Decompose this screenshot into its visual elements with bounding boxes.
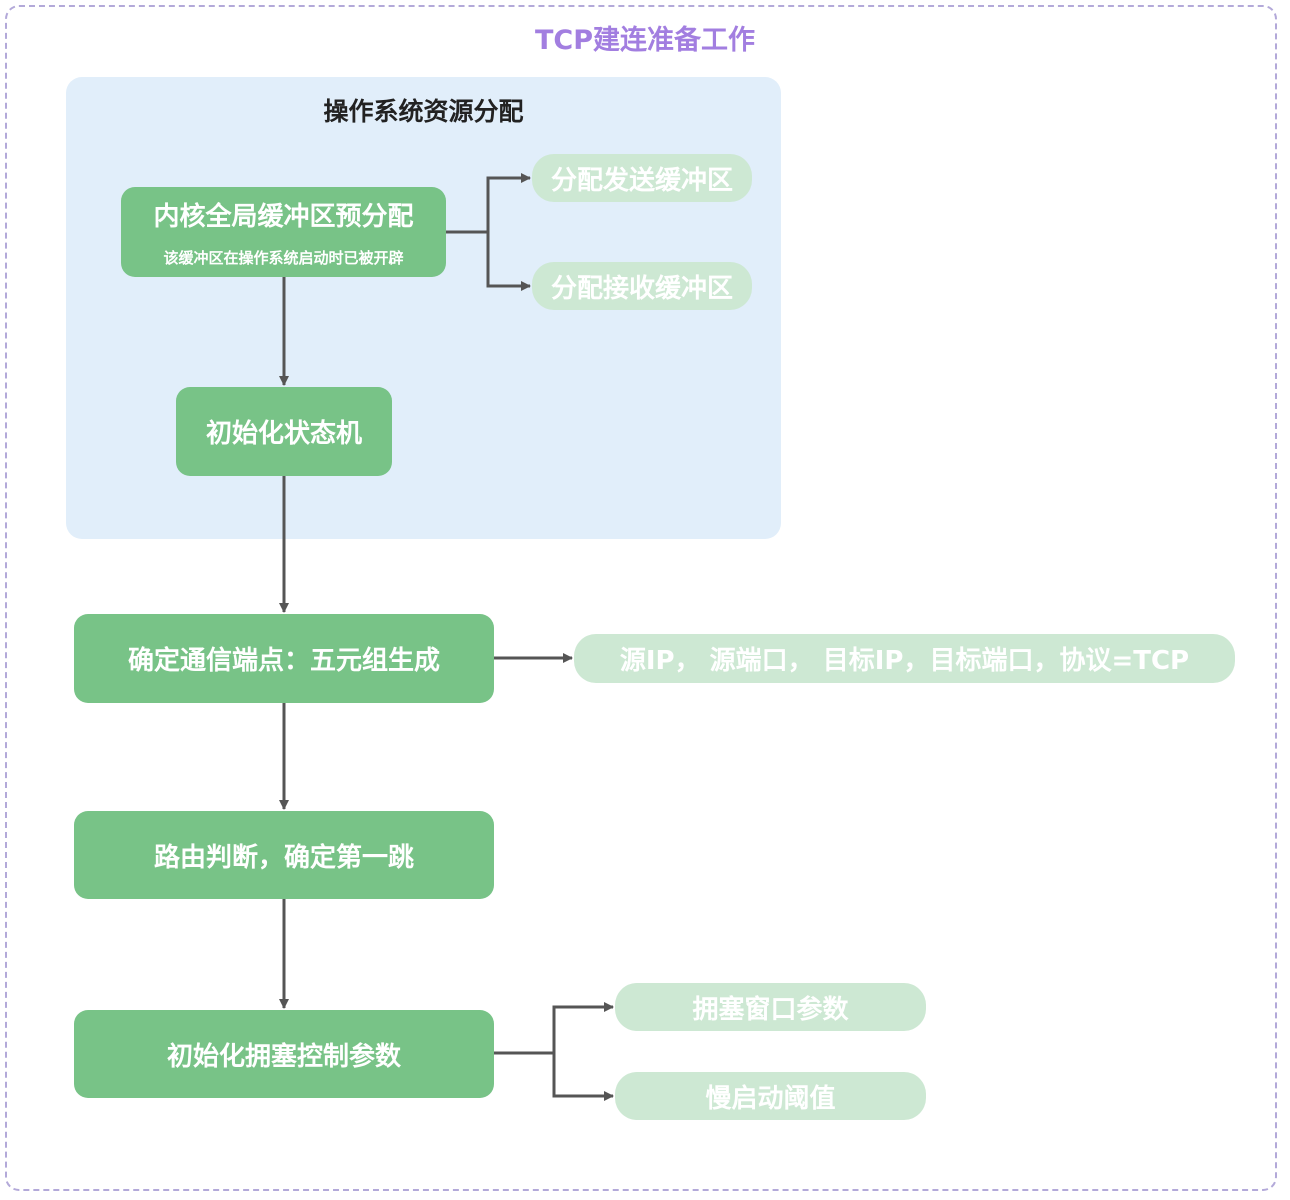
edge-kernel-to-send: [446, 173, 531, 234]
node-init-fsm: 初始化状态机: [176, 387, 392, 476]
node-kernel-buffer-note: 该缓冲区在操作系统启动时已被开辟: [163, 249, 404, 267]
node-init-fsm-label: 初始化状态机: [205, 419, 362, 449]
node-route: 路由判断，确定第一跳: [74, 811, 494, 899]
outer-frame: [5, 5, 1277, 1191]
leaf-five-tuple: 源IP， 源端口， 目标IP，目标端口，协议=TCP: [574, 634, 1235, 683]
leaf-send-buffer: 分配发送缓冲区: [532, 154, 752, 202]
node-route-label: 路由判断，确定第一跳: [153, 842, 414, 873]
leaf-cwnd: 拥塞窗口参数: [615, 983, 926, 1031]
leaf-ssthresh: 慢启动阈值: [615, 1072, 926, 1120]
node-kernel-buffer: 内核全局缓冲区预分配 该缓冲区在操作系统启动时已被开辟: [121, 187, 446, 277]
node-endpoint-label: 确定通信端点：五元组生成: [127, 646, 440, 676]
os-resource-group-title: 操作系统资源分配: [323, 97, 524, 126]
diagram-title: TCP建连准备工作: [534, 25, 756, 56]
edge-congestion-to-ssthresh: [552, 1053, 614, 1101]
node-congestion: 初始化拥塞控制参数: [74, 1010, 494, 1098]
edge-congestion-to-cwnd: [494, 1002, 614, 1055]
edge-kernel-to-recv: [486, 232, 531, 291]
leaf-recv-buffer: 分配接收缓冲区: [532, 262, 752, 310]
node-kernel-buffer-label: 内核全局缓冲区预分配: [153, 202, 414, 232]
node-congestion-label: 初始化拥塞控制参数: [166, 1041, 401, 1072]
node-endpoint: 确定通信端点：五元组生成: [74, 614, 494, 703]
